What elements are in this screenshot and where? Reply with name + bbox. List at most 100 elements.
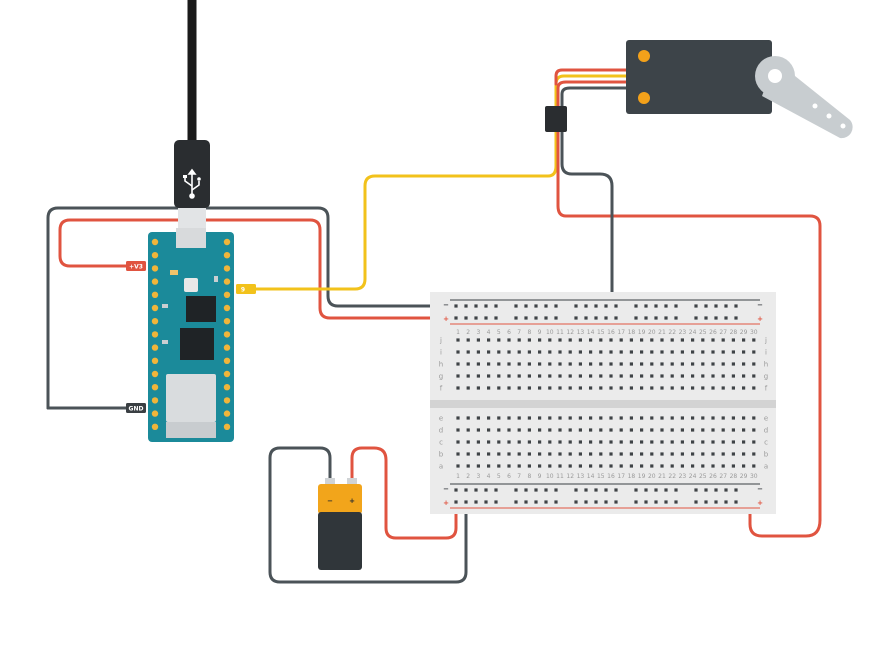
breadboard-hole[interactable]: [487, 440, 491, 444]
rail-hole[interactable]: [734, 488, 738, 492]
rail-hole[interactable]: [554, 488, 558, 492]
breadboard-hole[interactable]: [640, 428, 644, 432]
breadboard-hole[interactable]: [711, 464, 715, 468]
breadboard-hole[interactable]: [497, 362, 501, 366]
rail-hole[interactable]: [614, 500, 618, 504]
breadboard-hole[interactable]: [680, 452, 684, 456]
breadboard-hole[interactable]: [629, 386, 633, 390]
breadboard-hole[interactable]: [456, 464, 460, 468]
breadboard-hole[interactable]: [476, 464, 480, 468]
breadboard-hole[interactable]: [731, 452, 735, 456]
breadboard-hole[interactable]: [487, 386, 491, 390]
breadboard-hole[interactable]: [701, 362, 705, 366]
reset-button[interactable]: [184, 278, 198, 292]
breadboard-hole[interactable]: [538, 464, 542, 468]
breadboard-hole[interactable]: [517, 374, 521, 378]
breadboard-hole[interactable]: [619, 338, 623, 342]
breadboard-hole[interactable]: [650, 452, 654, 456]
breadboard-hole[interactable]: [548, 386, 552, 390]
breadboard-hole[interactable]: [731, 386, 735, 390]
breadboard-hole[interactable]: [701, 374, 705, 378]
breadboard-hole[interactable]: [640, 464, 644, 468]
breadboard-hole[interactable]: [568, 428, 572, 432]
breadboard-hole[interactable]: [578, 374, 582, 378]
breadboard-hole[interactable]: [640, 386, 644, 390]
rail-hole[interactable]: [474, 316, 478, 320]
breadboard-hole[interactable]: [568, 440, 572, 444]
breadboard-hole[interactable]: [589, 428, 593, 432]
breadboard-hole[interactable]: [670, 464, 674, 468]
breadboard-hole[interactable]: [701, 416, 705, 420]
breadboard-hole[interactable]: [548, 428, 552, 432]
breadboard-hole[interactable]: [629, 464, 633, 468]
breadboard-hole[interactable]: [701, 464, 705, 468]
breadboard-hole[interactable]: [507, 374, 511, 378]
breadboard-hole[interactable]: [507, 452, 511, 456]
breadboard-hole[interactable]: [527, 374, 531, 378]
breadboard-hole[interactable]: [742, 452, 746, 456]
rail-hole[interactable]: [614, 316, 618, 320]
rail-hole[interactable]: [604, 304, 608, 308]
rail-hole[interactable]: [674, 488, 678, 492]
breadboard-hole[interactable]: [721, 338, 725, 342]
rail-hole[interactable]: [594, 316, 598, 320]
breadboard-hole[interactable]: [609, 452, 613, 456]
rail-hole[interactable]: [734, 304, 738, 308]
breadboard-hole[interactable]: [527, 362, 531, 366]
breadboard-hole[interactable]: [558, 428, 562, 432]
breadboard-hole[interactable]: [670, 362, 674, 366]
rail-hole[interactable]: [714, 316, 718, 320]
rail-hole[interactable]: [594, 488, 598, 492]
breadboard-hole[interactable]: [650, 464, 654, 468]
breadboard-hole[interactable]: [538, 374, 542, 378]
rail-hole[interactable]: [674, 500, 678, 504]
rail-hole[interactable]: [694, 304, 698, 308]
rail-hole[interactable]: [664, 304, 668, 308]
rail-hole[interactable]: [474, 488, 478, 492]
breadboard-hole[interactable]: [650, 386, 654, 390]
breadboard-hole[interactable]: [660, 464, 664, 468]
breadboard-hole[interactable]: [619, 452, 623, 456]
breadboard-hole[interactable]: [487, 428, 491, 432]
breadboard-hole[interactable]: [691, 428, 695, 432]
breadboard-hole[interactable]: [456, 452, 460, 456]
breadboard-hole[interactable]: [517, 386, 521, 390]
breadboard-hole[interactable]: [507, 338, 511, 342]
breadboard-hole[interactable]: [578, 338, 582, 342]
breadboard-hole[interactable]: [670, 350, 674, 354]
breadboard-hole[interactable]: [466, 416, 470, 420]
breadboard-hole[interactable]: [517, 350, 521, 354]
rail-hole[interactable]: [454, 500, 458, 504]
breadboard-hole[interactable]: [752, 362, 756, 366]
breadboard-hole[interactable]: [711, 386, 715, 390]
breadboard-hole[interactable]: [568, 464, 572, 468]
breadboard-hole[interactable]: [650, 338, 654, 342]
breadboard-hole[interactable]: [599, 416, 603, 420]
breadboard-hole[interactable]: [680, 350, 684, 354]
breadboard-hole[interactable]: [650, 416, 654, 420]
breadboard-hole[interactable]: [527, 464, 531, 468]
breadboard-hole[interactable]: [507, 440, 511, 444]
breadboard-hole[interactable]: [578, 350, 582, 354]
breadboard-hole[interactable]: [619, 440, 623, 444]
breadboard-hole[interactable]: [660, 338, 664, 342]
breadboard-hole[interactable]: [721, 386, 725, 390]
breadboard-hole[interactable]: [711, 428, 715, 432]
rail-hole[interactable]: [534, 500, 538, 504]
rail-hole[interactable]: [664, 488, 668, 492]
breadboard-hole[interactable]: [538, 338, 542, 342]
breadboard-hole[interactable]: [578, 386, 582, 390]
breadboard-hole[interactable]: [670, 428, 674, 432]
rail-hole[interactable]: [634, 316, 638, 320]
breadboard-hole[interactable]: [731, 350, 735, 354]
rail-hole[interactable]: [484, 488, 488, 492]
breadboard-hole[interactable]: [497, 374, 501, 378]
breadboard-hole[interactable]: [609, 386, 613, 390]
rail-hole[interactable]: [644, 488, 648, 492]
rail-hole[interactable]: [734, 500, 738, 504]
rail-hole[interactable]: [644, 304, 648, 308]
rail-hole[interactable]: [654, 316, 658, 320]
rail-hole[interactable]: [464, 316, 468, 320]
breadboard-hole[interactable]: [680, 362, 684, 366]
breadboard-hole[interactable]: [680, 374, 684, 378]
